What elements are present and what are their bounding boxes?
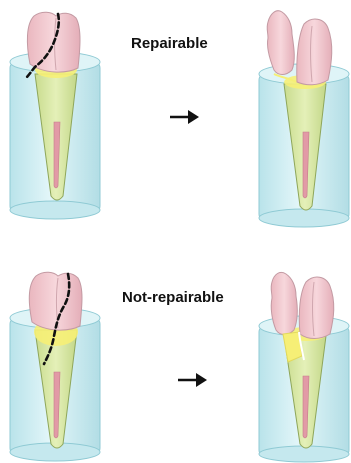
crown (29, 272, 82, 330)
cylinder-bottom (259, 209, 349, 227)
tooth-top-left (10, 12, 100, 219)
label-repairable: Repairable (131, 35, 208, 52)
cylinder-bottom (259, 446, 349, 462)
cylinder-bottom (10, 201, 100, 219)
tooth-bottom-right (259, 272, 349, 462)
crown-remaining (299, 277, 334, 338)
arrow-right-icon (170, 110, 199, 124)
crown-fragment (271, 272, 297, 334)
crown-remaining (297, 19, 332, 85)
tooth-bottom-left (10, 272, 100, 461)
tooth-top-right (259, 11, 349, 227)
crown-fragment (267, 11, 294, 75)
arrow-right-icon (178, 373, 207, 387)
label-not-repairable: Not-repairable (122, 289, 224, 306)
